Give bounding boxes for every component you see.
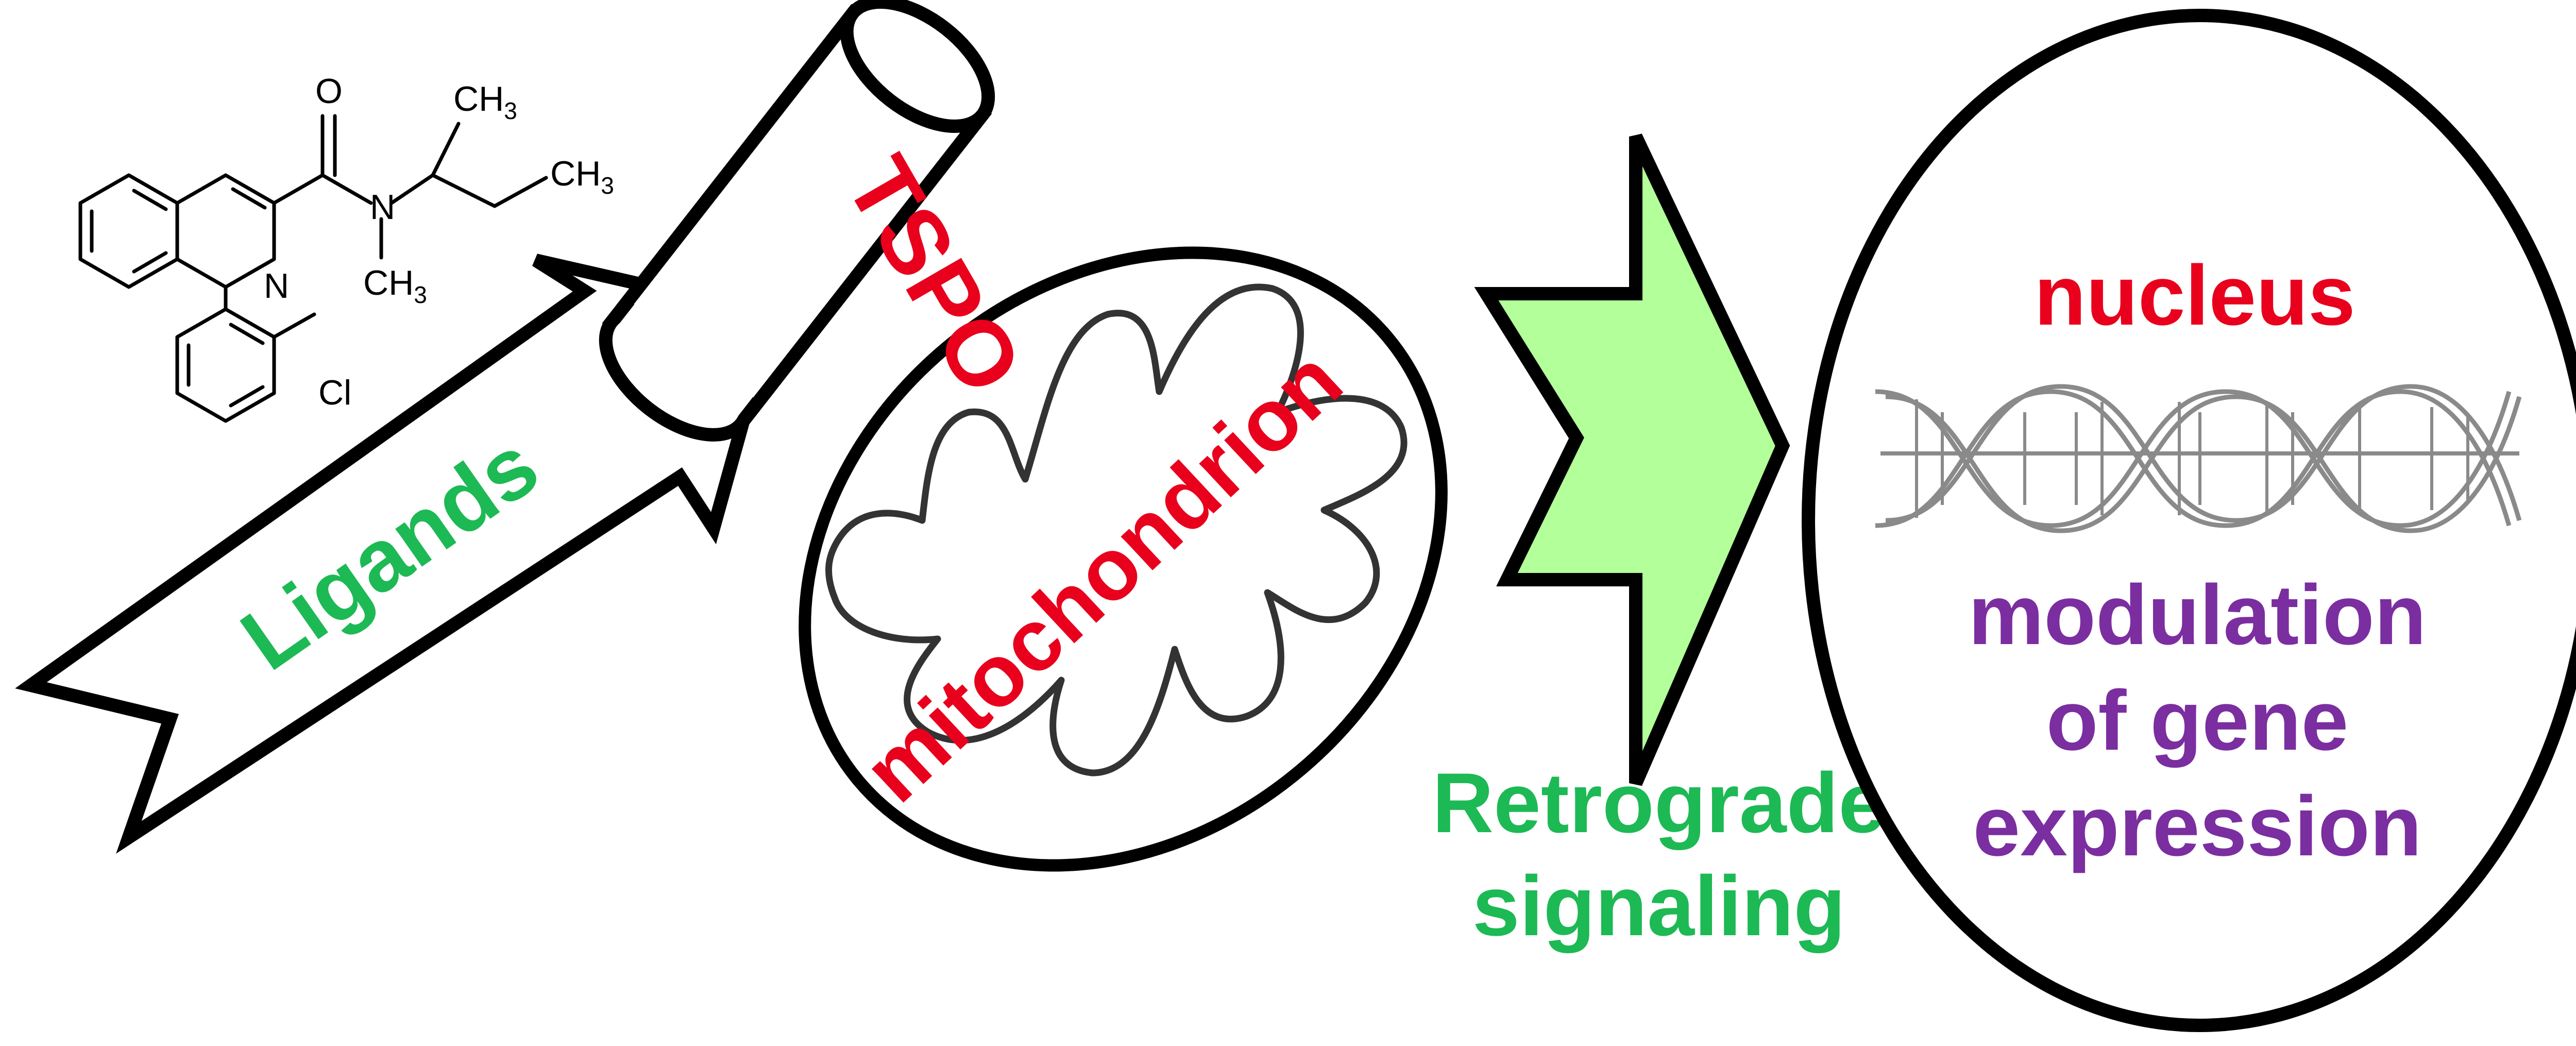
molecule-atom-labels: O N N Cl CH3 CH3 CH3	[264, 72, 614, 412]
n-methyl-text: CH	[363, 263, 414, 302]
n-methyl-group: CH3	[363, 263, 427, 308]
retrograde-signal-arrow	[1474, 133, 1790, 786]
modulation-label-line3: expression	[1973, 779, 2421, 873]
retrograde-label-line2: signaling	[1472, 858, 1845, 953]
ethyl-group: CH3	[550, 154, 614, 199]
chlorine-atom: Cl	[318, 373, 351, 412]
ethyl-text: CH	[550, 154, 601, 193]
ligands-arrow	[15, 254, 782, 854]
tspo-cylinder	[599, 0, 995, 442]
ring-nitrogen-atom: N	[264, 266, 289, 306]
modulation-label-line2: of gene	[2046, 673, 2349, 768]
ligand-molecule	[78, 114, 548, 423]
mitochondrion-cristae	[825, 283, 1408, 777]
oxygen-atom: O	[315, 72, 343, 111]
ethyl-sub: 3	[601, 172, 614, 199]
dna-helix-image	[1875, 384, 2522, 533]
modulation-label-line1: modulation	[1968, 567, 2426, 662]
nucleus-outline	[1802, 9, 2576, 1032]
nucleus-label: nucleus	[2034, 248, 2355, 343]
n-methyl-sub: 3	[414, 281, 427, 308]
methyl-top-sub: 3	[504, 97, 517, 124]
amide-nitrogen-atom: N	[370, 188, 395, 227]
retrograde-label-line1: Retrograde	[1432, 755, 1886, 850]
methyl-top-group: CH3	[453, 79, 517, 124]
methyl-top-text: CH	[453, 79, 504, 119]
